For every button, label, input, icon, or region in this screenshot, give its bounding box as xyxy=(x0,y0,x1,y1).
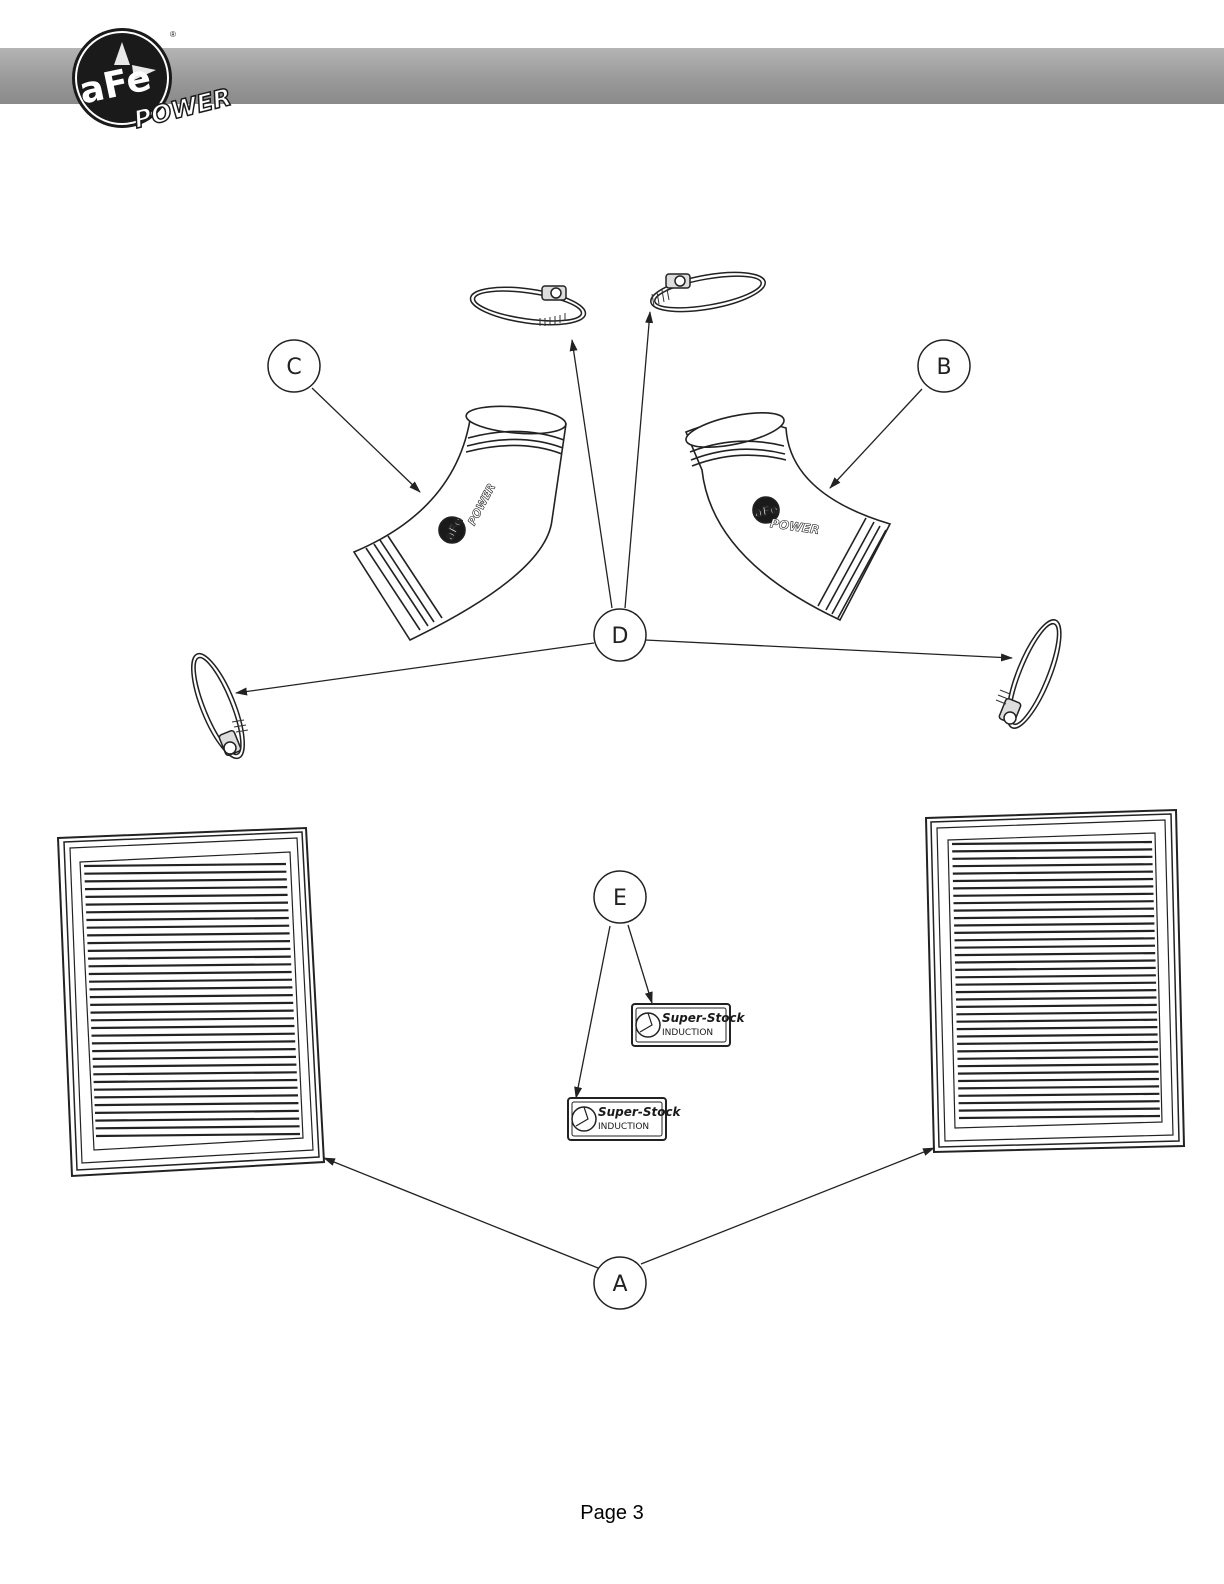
decal-upper-line2: INDUCTION xyxy=(662,1028,713,1038)
leader-a-right xyxy=(640,1147,935,1265)
silicone-coupler-c: aFe POWER xyxy=(352,405,567,642)
decal-upper: Super-Stock INDUCTION xyxy=(631,1003,746,1047)
header-bar xyxy=(0,48,1224,104)
callout-e-label: E xyxy=(613,886,627,911)
leader-a-left xyxy=(323,1157,599,1269)
air-filter-right xyxy=(924,808,1186,1154)
hose-clamp-bottom-left xyxy=(191,652,249,760)
afe-power-logo: aFe ® POWER xyxy=(72,28,235,135)
callout-b-label: B xyxy=(936,355,951,380)
leader-d-top-right xyxy=(624,311,654,609)
leader-d-left xyxy=(235,642,595,696)
hose-clamp-top-right xyxy=(650,271,766,313)
callout-d-label: D xyxy=(612,624,629,649)
decal-lower-line1: Super-Stock xyxy=(598,1105,682,1119)
callout-e-circle xyxy=(593,870,647,924)
decal-lower-line2: INDUCTION xyxy=(598,1122,649,1132)
page-number: Page 3 xyxy=(580,1502,644,1524)
leader-c xyxy=(311,387,421,493)
silicone-coupler-b: aFe POWER xyxy=(684,412,892,622)
callout-a-circle xyxy=(593,1256,647,1310)
callout-a-label: A xyxy=(612,1272,627,1297)
filter-left-pleats xyxy=(83,862,301,1138)
leader-e-upper xyxy=(627,924,653,1004)
hose-clamp-bottom-right xyxy=(995,619,1062,729)
callout-c-circle xyxy=(267,339,321,393)
hose-clamp-top-left xyxy=(469,285,587,326)
callout-b-circle xyxy=(917,339,971,393)
leader-e-lower xyxy=(574,925,611,1099)
decal-upper-line1: Super-Stock xyxy=(662,1011,746,1025)
air-filter-left xyxy=(56,826,326,1178)
callout-c-label: C xyxy=(286,355,301,380)
filter-right-pleats xyxy=(951,840,1161,1120)
decal-lower: Super-Stock INDUCTION xyxy=(567,1097,682,1141)
logo-registered-mark: ® xyxy=(170,30,176,39)
coupler-b-logo-top: aFe xyxy=(753,502,779,520)
callout-d-circle xyxy=(593,608,647,662)
leader-d-right xyxy=(644,639,1013,662)
leader-d-top-left xyxy=(569,339,613,609)
leader-b xyxy=(829,388,923,489)
